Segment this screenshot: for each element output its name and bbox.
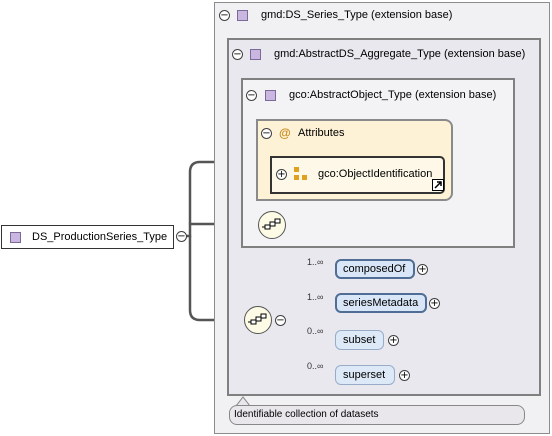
attributes-title: Attributes (298, 127, 345, 139)
documentation-text: Identifiable collection of datasets (229, 405, 525, 425)
element-composedof[interactable]: composedOf (335, 259, 415, 279)
expand-group-button[interactable]: + (276, 169, 287, 180)
attribute-group-label: gco:ObjectIdentification (318, 168, 433, 180)
root-type-label: DS_ProductionSeries_Type (32, 231, 168, 243)
collapse-object-button[interactable]: − (246, 90, 257, 101)
attributes-box: − @ Attributes + gco:ObjectIdentificatio… (256, 119, 453, 201)
element-cardinality: 0..∞ (307, 361, 324, 371)
collapse-aggregate-button[interactable]: − (232, 49, 243, 60)
doc-pointer (236, 396, 250, 406)
element-cardinality: 1..∞ (307, 292, 324, 302)
complex-type-icon (237, 10, 248, 21)
expand-superset-button[interactable]: + (399, 370, 410, 381)
collapse-attributes-button[interactable]: − (261, 128, 272, 139)
expand-seriesmetadata-button[interactable]: + (429, 298, 440, 309)
attribute-group-box[interactable]: + gco:ObjectIdentification (270, 156, 445, 194)
expand-subset-button[interactable]: + (388, 335, 399, 346)
collapse-series-button[interactable]: − (219, 10, 230, 21)
attribute-at-icon: @ (279, 126, 291, 140)
collapse-root-button[interactable]: − (176, 231, 187, 242)
element-cardinality: 0..∞ (307, 326, 324, 336)
element-cardinality: 1..∞ (307, 257, 324, 267)
sequence-compositor-icon[interactable] (258, 211, 286, 239)
complex-type-icon (250, 49, 261, 60)
sequence-compositor-icon[interactable] (244, 306, 272, 334)
jump-link-icon[interactable] (432, 179, 444, 191)
complex-type-icon (265, 90, 276, 101)
object-type-title: gco:AbstractObject_Type (extension base) (289, 89, 497, 101)
collapse-sequence-button[interactable]: − (275, 315, 286, 326)
complex-type-icon (10, 232, 21, 243)
aggregate-type-title: gmd:AbstractDS_Aggregate_Type (extension… (274, 48, 526, 60)
element-superset[interactable]: superset (335, 365, 395, 385)
element-seriesmetadata[interactable]: seriesMetadata (335, 293, 427, 313)
expand-composedof-button[interactable]: + (417, 264, 428, 275)
attribute-group-icon (294, 167, 307, 180)
series-type-title: gmd:DS_Series_Type (extension base) (261, 9, 453, 21)
element-subset[interactable]: subset (335, 330, 384, 350)
root-type-box[interactable]: DS_ProductionSeries_Type (1, 225, 174, 249)
